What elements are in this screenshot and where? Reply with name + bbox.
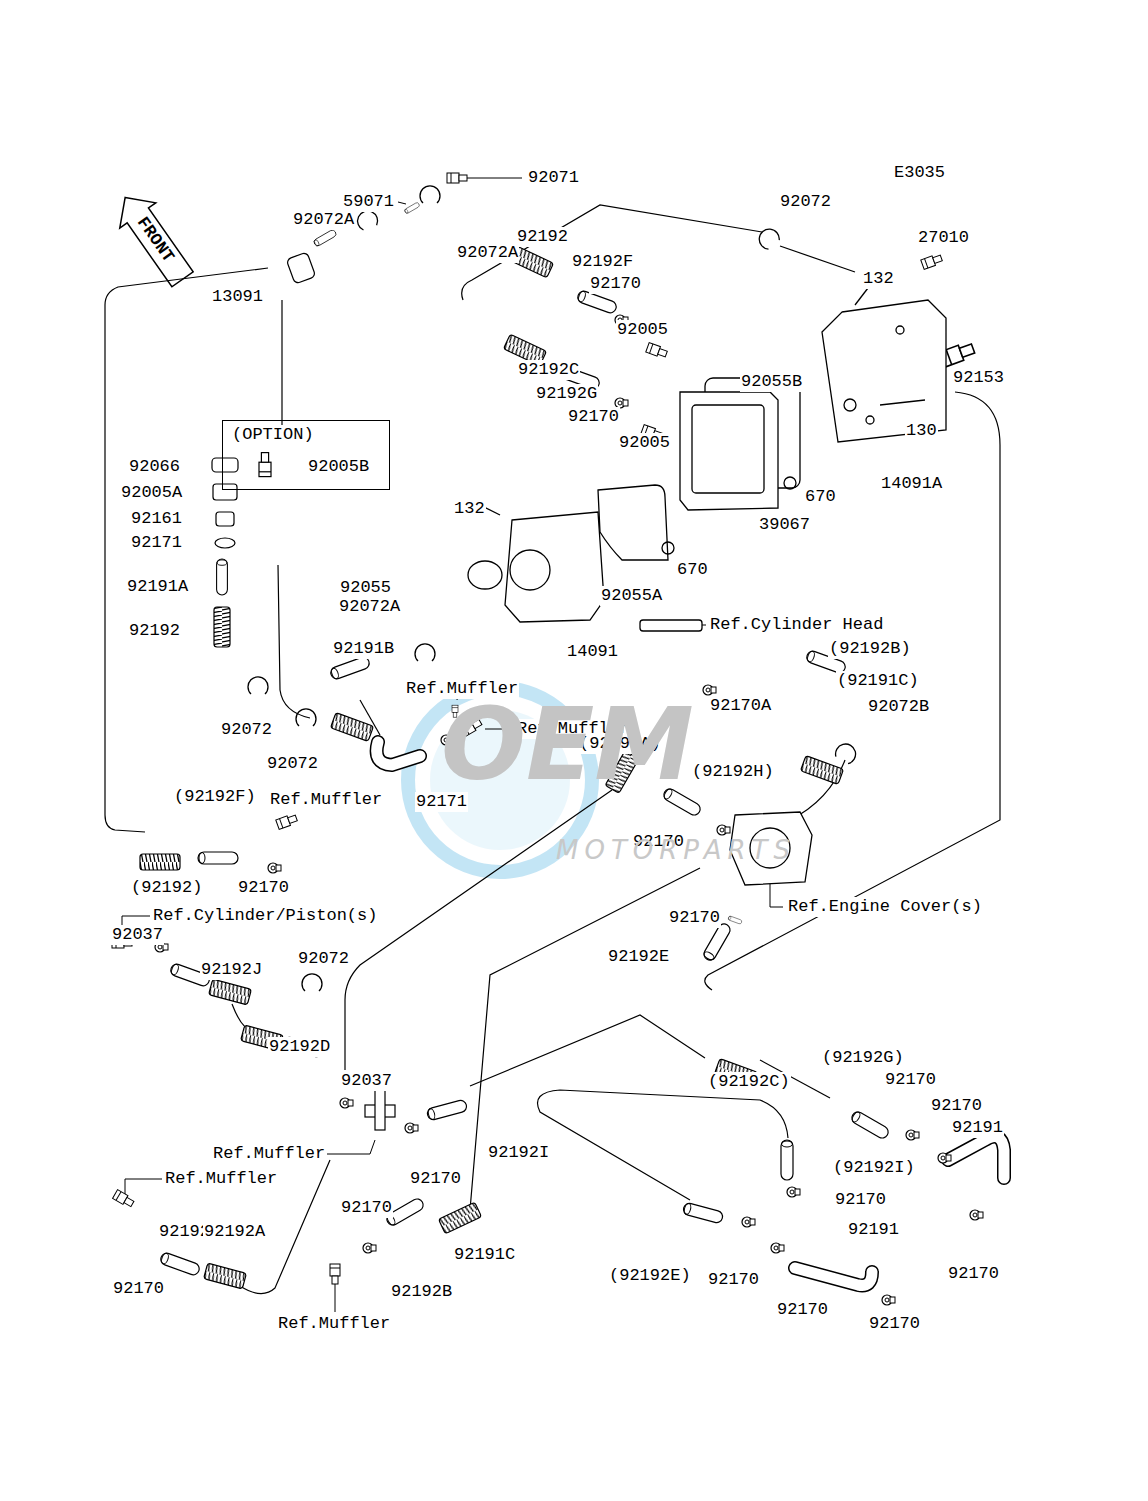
part-number: 92072A: [338, 597, 401, 617]
part-number: (92191C): [836, 671, 920, 691]
part-number: 92170: [947, 1264, 1000, 1284]
part-number: 92170: [567, 407, 620, 427]
part-number: 670: [676, 560, 709, 580]
part-number: 92170: [707, 1270, 760, 1290]
part-number: 92192E: [607, 947, 670, 967]
part-number: 132: [453, 499, 486, 519]
part-number: 92192G: [535, 384, 598, 404]
part-number: 92055A: [600, 586, 663, 606]
part-number: 92170: [589, 274, 642, 294]
part-number: (92192E): [608, 1266, 692, 1286]
part-number: 13091: [211, 287, 264, 307]
part-number: 92005: [616, 320, 669, 340]
part-number: 92066: [128, 457, 181, 477]
part-number: 92192: [128, 621, 181, 641]
part-number: 92005B: [307, 457, 370, 477]
part-number: 92192I: [487, 1143, 550, 1163]
part-number: 92055: [339, 578, 392, 598]
part-number: 92170: [776, 1300, 829, 1320]
part-number: 92170: [112, 1279, 165, 1299]
part-number: (92192I): [832, 1158, 916, 1178]
part-number: 92192C: [517, 360, 580, 380]
part-number: 14091: [566, 642, 619, 662]
part-number: 92072: [220, 720, 273, 740]
part-number: 130: [905, 421, 938, 441]
part-number: 92170: [409, 1169, 462, 1189]
part-number: 92192F: [571, 252, 634, 272]
part-number: (92192C): [707, 1072, 791, 1092]
part-number: 92072: [266, 754, 319, 774]
part-number: 14091A: [880, 474, 943, 494]
part-number: 92037: [340, 1071, 393, 1091]
part-number: 92192: [516, 227, 569, 247]
part-number: 92161: [130, 509, 183, 529]
part-number: 92153: [952, 368, 1005, 388]
part-number: 92071: [527, 168, 580, 188]
watermark: OEM: [440, 690, 695, 800]
part-number: (92192F): [173, 787, 257, 807]
part-number: 27010: [917, 228, 970, 248]
reference-note: Ref.Muffler: [164, 1169, 278, 1189]
part-number: 92170: [884, 1070, 937, 1090]
part-number: 92072B: [867, 697, 930, 717]
part-number: 92005A: [120, 483, 183, 503]
part-number: 92191: [951, 1118, 1004, 1138]
part-number: 59071: [342, 192, 395, 212]
part-number: 92191C: [453, 1245, 516, 1265]
part-number: (92192H): [691, 762, 775, 782]
part-number: 92192J: [200, 960, 263, 980]
part-number: (92192): [130, 878, 203, 898]
part-number: 132: [862, 269, 895, 289]
part-number: 92170: [340, 1198, 393, 1218]
part-number: 92170: [237, 878, 290, 898]
option-box: (OPTION) 92005B: [222, 420, 390, 490]
part-number: 92170: [668, 908, 721, 928]
part-number: 92192A: [203, 1222, 266, 1242]
reference-note: Ref.Muffler: [269, 790, 383, 810]
part-number: 92005: [618, 433, 671, 453]
part-number: 92191B: [332, 639, 395, 659]
part-number: 92170: [834, 1190, 887, 1210]
part-number: 670: [804, 487, 837, 507]
part-number: 92072A: [456, 243, 519, 263]
part-number: 92072: [779, 192, 832, 212]
part-number: 39067: [758, 515, 811, 535]
part-number: 92170: [930, 1096, 983, 1116]
part-number: 92055B: [740, 372, 803, 392]
reference-note: Ref.Engine Cover(s): [787, 897, 983, 917]
part-number: 92171: [130, 533, 183, 553]
part-number: 92170: [868, 1314, 921, 1334]
part-number: 92192D: [268, 1037, 331, 1057]
part-number: 92192B: [390, 1282, 453, 1302]
part-number: 92170A: [709, 696, 772, 716]
reference-note: Ref.Cylinder/Piston(s): [152, 906, 378, 926]
part-number: 92191: [847, 1220, 900, 1240]
part-number: 92191A: [126, 577, 189, 597]
part-number: 92072A: [292, 210, 355, 230]
reference-note: Ref.Muffler: [212, 1144, 326, 1164]
reference-note: Ref.Cylinder Head: [709, 615, 884, 635]
part-number: 92037: [111, 925, 164, 945]
option-heading: (OPTION): [231, 425, 315, 445]
part-number: (92192B): [828, 639, 912, 659]
part-number: 92072: [297, 949, 350, 969]
watermark: MOTORPARTS: [555, 835, 797, 865]
drawing-code: E3035: [893, 163, 946, 183]
reference-note: Ref.Muffler: [277, 1314, 391, 1334]
part-number: (92192G): [821, 1048, 905, 1068]
